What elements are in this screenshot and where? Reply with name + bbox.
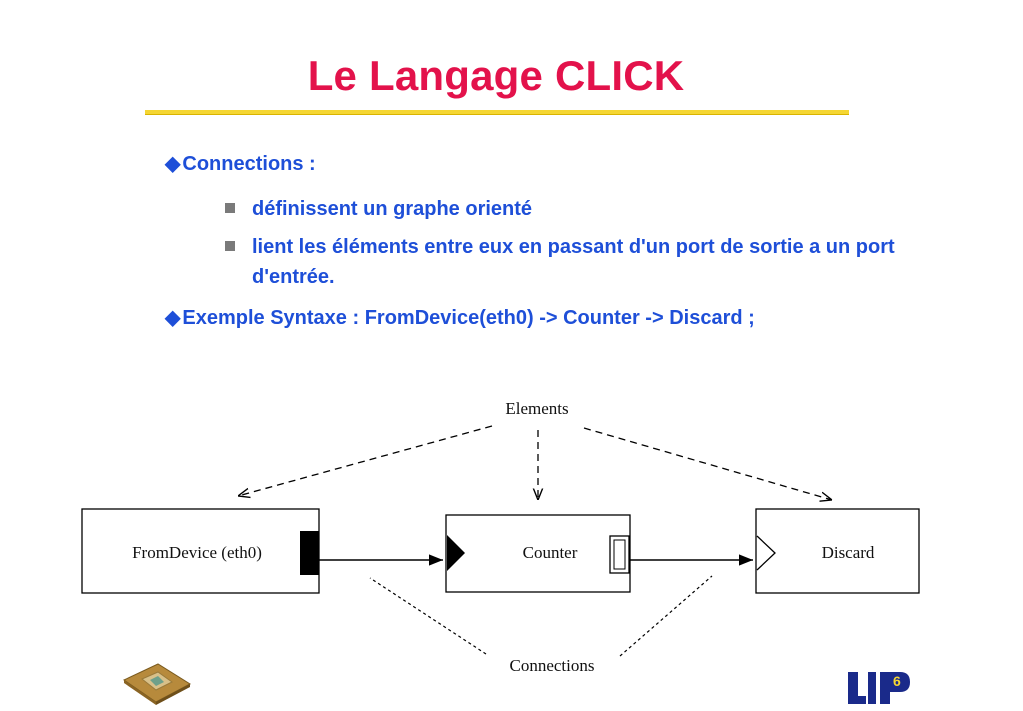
elements-pointer-left — [238, 425, 493, 496]
box-counter — [445, 514, 631, 593]
input-port-pull — [756, 535, 776, 571]
slide-title: Le Langage CLICK — [307, 52, 685, 99]
title-underline — [145, 110, 849, 115]
bullet-example: ◆ Exemple Syntaxe : FromDevice(eth0) -> … — [165, 304, 955, 332]
bullet-connections: ◆ Connections : — [165, 150, 955, 178]
diamond-bullet-icon: ◆ — [165, 307, 181, 329]
connections-pointer-right — [619, 575, 713, 657]
lip6-logo-icon: 6 — [846, 670, 912, 711]
sub-bullet-text: lient les éléments entre eux en passant … — [252, 236, 895, 288]
bullet-label: Connections : — [182, 153, 316, 175]
box-label-fromdevice: FromDevice (eth0) — [132, 543, 262, 562]
elements-pointer-right — [583, 427, 832, 500]
square-bullet-icon — [225, 203, 235, 213]
lip6-logo-number: 6 — [893, 673, 901, 689]
sub-bullet: définissent un graphe orienté — [225, 194, 955, 224]
box-label-counter: Counter — [523, 543, 578, 562]
output-port-inner — [613, 539, 626, 570]
input-port-push — [447, 535, 465, 571]
bullet-label: Exemple Syntaxe : FromDevice(eth0) -> Co… — [182, 307, 755, 329]
sub-bullet: lient les éléments entre eux en passant … — [225, 232, 955, 292]
chip-logo-icon — [122, 663, 192, 705]
elements-label: Elements — [505, 399, 568, 418]
connections-pointer-left — [369, 577, 487, 655]
square-bullet-icon — [225, 241, 235, 251]
output-port-push — [300, 531, 319, 575]
box-fromdevice — [81, 508, 320, 594]
sub-bullet-text: définissent un graphe orienté — [252, 198, 533, 220]
bullet-list: ◆ Connections : définissent un graphe or… — [165, 150, 955, 348]
connections-label: Connections — [510, 656, 595, 675]
diamond-bullet-icon: ◆ — [165, 153, 181, 175]
box-discard — [755, 508, 920, 594]
box-label-discard: Discard — [822, 543, 875, 562]
